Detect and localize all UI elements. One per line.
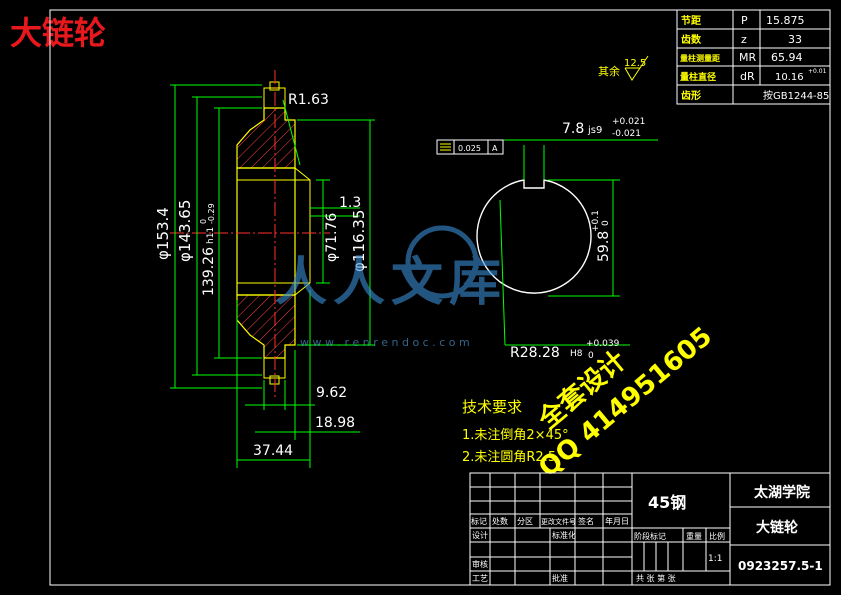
watermark-logo-text: 人人文库 [275, 253, 507, 313]
roughness-note: 其余 12.5 [598, 55, 649, 81]
dim-d1534: φ153.4 [154, 207, 172, 260]
spec-sym-teeth: z [741, 33, 747, 46]
spec-value-pitch: 15.875 [766, 14, 805, 27]
approve-label: 批准 [552, 573, 568, 583]
process-label: 工艺 [472, 574, 488, 583]
bore-view: 0.025 A 7.8 js9 +0.021 -0.021 59.8 +0.1 … [436, 117, 658, 361]
dim-d11635: φ116.35 [350, 210, 368, 272]
dim-d13926: 139.26 [201, 247, 217, 296]
roughness-value: 12.5 [624, 58, 646, 69]
dim-bore-tol-top: +0.039 [586, 339, 620, 349]
spec-sym-measure-dist: MR [739, 51, 756, 64]
corner-title: 大链轮 [10, 14, 107, 52]
dim-key-depth: 59.8 [596, 231, 612, 262]
row-label-mark: 标记 [471, 516, 487, 526]
scale-label: 比例 [709, 531, 725, 541]
gtol-datum: A [492, 144, 498, 153]
tech-req-title: 技术要求 [462, 398, 522, 416]
dim-d962: 9.62 [316, 385, 347, 401]
watermark-logo: 人人文库 w w w . r e n r e n d o c . c o m [275, 225, 507, 349]
dim-key-width-tol-bot: -0.021 [612, 129, 641, 139]
part-name: 大链轮 [756, 519, 798, 536]
tech-req-line2: 2.未注圆角R2.5 [462, 450, 556, 465]
row-label-change-doc: 更改文件号 [541, 517, 576, 526]
spec-label-teeth: 齿数 [681, 33, 702, 46]
spec-value-tooth-form: 按GB1244-85 [763, 89, 829, 102]
tech-req-line1: 1.未注倒角2×45° [462, 428, 569, 443]
row-label-zone: 分区 [517, 517, 533, 526]
spec-table: 节距 P 15.875 齿数 z 33 量柱测量距 MR 65.94 量柱直径 … [676, 9, 831, 105]
dim-bore: R28.28 [510, 345, 560, 361]
sheets-label: 共 张 第 张 [636, 573, 676, 583]
dim-bore-fit: H8 [570, 349, 583, 359]
tech-requirements: 技术要求 1.未注倒角2×45° 2.未注圆角R2.5 [462, 398, 569, 465]
dim-key-depth-tol-top: +0.1 [591, 210, 601, 232]
dim-key-depth-tol-bot: 0 [601, 220, 611, 226]
title-block-text: 45钢 太湖学院 大链轮 0923257.5-1 标记 处数 分区 更改文件号 … [471, 484, 823, 583]
design-label: 设计 [472, 530, 488, 540]
scale-value: 1:1 [708, 554, 722, 564]
dim-d13926-tol-top: 0 [199, 219, 208, 224]
spec-label-pitch: 节距 [681, 14, 701, 27]
material-value: 45钢 [648, 493, 686, 512]
spec-value-pin-dia: 10.16 [775, 72, 804, 83]
row-label-count: 处数 [492, 516, 508, 526]
stage-label: 阶段标记 [634, 531, 666, 541]
bore-profile [476, 179, 592, 294]
dim-d13926-tol-bot: -0.29 [207, 203, 216, 224]
spec-pin-dia-tolerance: +0.01 [808, 68, 827, 75]
roughness-symbol-icon [624, 55, 649, 81]
section-hatch-top [236, 107, 296, 169]
drawing-frame [49, 9, 831, 586]
section-dimensions [170, 84, 375, 468]
spec-sym-pitch: P [741, 14, 748, 27]
dim-key-width-fit: js9 [587, 125, 602, 136]
gtol-frame: 0.025 A [436, 139, 504, 155]
spec-label-measure-dist: 量柱测量距 [680, 53, 720, 63]
row-label-sign: 签名 [578, 516, 594, 526]
dim-d1898: 18.98 [315, 415, 355, 431]
weight-label: 重量 [686, 531, 702, 541]
roughness-label: 其余 [598, 64, 620, 78]
dim-bore-tol-bot: 0 [588, 351, 594, 361]
watermark-url: w w w . r e n r e n d o c . c o m [300, 336, 470, 349]
spec-value-teeth: 33 [788, 33, 802, 46]
spec-sym-pin-dia: dR [740, 70, 755, 83]
standard-label: 标准化 [552, 530, 576, 540]
dim-d14365: φ143.65 [176, 200, 194, 262]
title-block [469, 472, 831, 586]
hub-bore-outline [236, 179, 311, 284]
school-name: 太湖学院 [754, 484, 810, 501]
gtol-value: 0.025 [458, 144, 481, 153]
dim-d13: 1.3 [339, 195, 361, 211]
watermark-circle-icon [405, 225, 479, 299]
review-label: 审核 [472, 559, 488, 569]
dim-key-width: 7.8 [562, 121, 584, 137]
spec-value-measure-dist: 65.94 [771, 51, 803, 64]
dim-key-width-tol-top: +0.021 [612, 117, 645, 127]
bore-dimensions [499, 139, 658, 346]
dim-d13926-fit: h11 [206, 227, 216, 244]
spec-label-tooth-form: 齿形 [681, 89, 701, 102]
dim-d3744: 37.44 [253, 443, 293, 459]
spec-label-pin-dia: 量柱直径 [680, 71, 716, 83]
dim-r163: R1.63 [288, 92, 329, 108]
dim-d7176: φ71.76 [324, 213, 340, 262]
row-label-date: 年月日 [605, 516, 629, 526]
drawing-number: 0923257.5-1 [738, 559, 823, 573]
section-view: φ153.4 φ143.65 139.26 h11 0 -0.29 φ71.76… [154, 70, 375, 468]
